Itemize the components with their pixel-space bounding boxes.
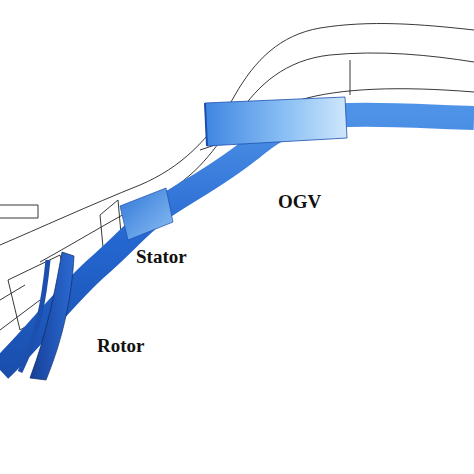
inlet-frame: [0, 205, 38, 218]
component-label: Rotor: [97, 336, 144, 357]
casing-outline: [0, 24, 474, 245]
ogv-leading-edge: [205, 103, 207, 146]
component-label: OGV: [278, 192, 321, 213]
component-label: Stator: [136, 247, 187, 268]
rotor-blade: [30, 252, 74, 380]
rotor-blade: [20, 260, 48, 372]
ogv-passage-frame: [200, 60, 350, 150]
hub-surface: [0, 115, 474, 370]
stator-blade: [120, 188, 173, 240]
ogv-blade: [205, 97, 347, 146]
